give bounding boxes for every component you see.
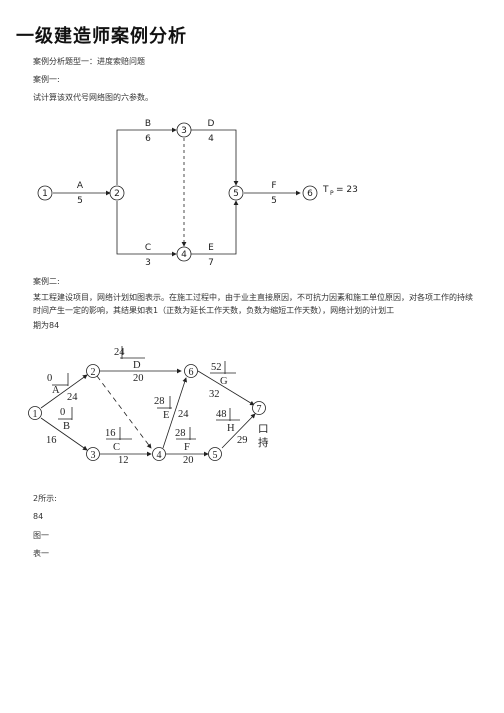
b-name: B [63, 421, 70, 432]
node-6 [302, 185, 318, 201]
e-top: 28 [154, 396, 165, 407]
node2-4 [152, 447, 166, 461]
node2-label: 6 [189, 367, 194, 378]
table-label: 表一 [33, 549, 49, 558]
c-name: C [113, 442, 120, 453]
node-5 [228, 185, 244, 201]
activity-name: F [271, 181, 276, 191]
tp-label: T [322, 185, 329, 195]
node2-label: 3 [91, 450, 96, 461]
node2-7 [252, 401, 266, 415]
node2-6 [184, 364, 198, 378]
d-name: D [133, 360, 141, 371]
activity-duration: 3 [145, 258, 151, 268]
node-label: 4 [181, 250, 187, 260]
node2-label: 7 [257, 404, 262, 415]
f-dur: 20 [183, 455, 194, 466]
network-diagram-2 [40, 346, 256, 457]
figure-label: 图一 [33, 531, 49, 540]
f-top: 28 [175, 428, 186, 439]
h-name: H [227, 423, 235, 434]
activity-name: D [208, 119, 215, 129]
h-top: 48 [216, 409, 227, 420]
node-label: 2 [114, 189, 120, 199]
case-label: 案例一: [33, 75, 60, 84]
question-text: 试计算该双代号网络图的六参数。 [33, 93, 153, 102]
node2-label: 5 [213, 450, 218, 461]
d-top: 24 [114, 347, 125, 358]
b-dur: 16 [46, 435, 57, 446]
value-text: 84 [33, 512, 44, 521]
tp-subscript: P [330, 190, 334, 197]
activity-duration: 5 [77, 196, 83, 206]
case-label-2: 案例二: [33, 277, 60, 286]
node-label: 1 [42, 189, 48, 199]
a-dur: 24 [67, 392, 78, 403]
figure-caption: 2所示: [33, 494, 57, 503]
section-heading: 案例分析题型一：进度索赔问题 [33, 57, 145, 66]
activity-duration: 5 [271, 196, 277, 206]
e-name: E [163, 410, 169, 421]
node-2 [109, 185, 125, 201]
activity-name: A [77, 181, 84, 191]
f-name: F [184, 442, 190, 453]
node2-5 [208, 447, 222, 461]
cut-char: 持 [258, 436, 269, 449]
d-dur: 20 [133, 373, 144, 384]
node-1 [37, 185, 53, 201]
activity-duration: 7 [208, 258, 214, 268]
case-text: 某工程建设项目，网络计划如图表示。在施工过程中，由于业主直接原因，不可抗力因素和… [33, 293, 473, 315]
node-label: 5 [233, 189, 239, 199]
node-label: 6 [307, 189, 313, 199]
node-label: 3 [181, 126, 187, 136]
period-text: 期为84 [33, 321, 60, 330]
a-top: 0 [47, 373, 52, 384]
b-top: 0 [60, 407, 65, 418]
c-dur: 12 [118, 455, 129, 466]
activity-name: C [145, 243, 151, 253]
tp-value: = 23 [336, 185, 358, 195]
e-dur: 24 [178, 409, 189, 420]
node2-2 [86, 364, 100, 378]
activity-name: B [145, 119, 151, 129]
node-3 [176, 122, 192, 138]
page-title: 一级建造师案例分析 [16, 26, 187, 47]
g-dur: 32 [209, 389, 220, 400]
h-dur: 29 [237, 435, 248, 446]
node2-1 [28, 406, 42, 420]
node2-label: 1 [33, 409, 38, 420]
activity-name: E [208, 243, 214, 253]
g-top: 52 [211, 362, 222, 373]
g-name: G [220, 376, 228, 387]
activity-duration: 4 [208, 134, 214, 144]
node2-label: 2 [91, 367, 96, 378]
cut-char: 口 [258, 424, 269, 435]
c-top: 16 [105, 428, 116, 439]
a-name: A [52, 385, 60, 396]
node2-3 [86, 447, 100, 461]
node2-label: 4 [157, 450, 162, 461]
node-4 [176, 246, 192, 262]
activity-duration: 6 [145, 134, 151, 144]
